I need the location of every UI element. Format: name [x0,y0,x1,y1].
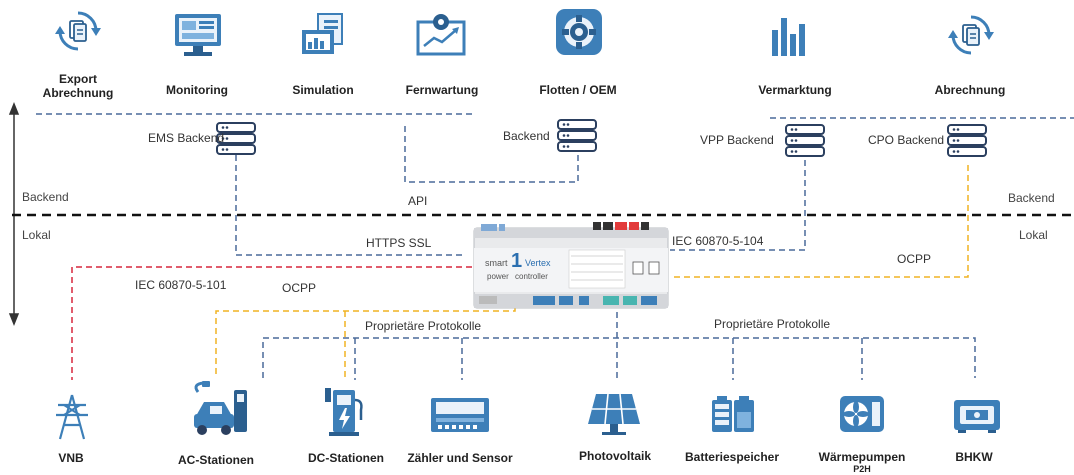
label-iec-101: IEC 60870-5-101 [135,278,227,292]
controller-logo: smart 1 Vertex power controller [485,250,567,288]
label-export-line1: Export [58,72,98,86]
label-flotten: Flotten / OEM [539,83,617,97]
logo-vertex: Vertex [525,258,551,268]
billing-cycle-icon [948,15,994,55]
red-vnb-line [71,266,472,380]
label-photovoltaik: Photovoltaik [578,449,652,463]
dc-charging-station-icon [325,388,363,436]
marketing-bars-icon [772,18,805,56]
label-ocpp-right: OCPP [897,252,932,266]
monitoring-screen-icon [175,14,221,56]
label-ocpp-left: OCPP [282,281,317,295]
label-ac-stationen: AC-Stationen [178,453,254,467]
logo-one: 1 [511,250,523,272]
zone-backend-left: Backend [22,190,69,204]
zone-lokal-left: Lokal [22,228,51,242]
label-iec-104: IEC 60870-5-104 [672,234,764,248]
chp-engine-icon [954,400,1000,433]
ac-charging-station-icon [194,381,247,435]
cpo-server-icon [947,124,987,157]
meter-sensor-icon [431,398,489,432]
remote-maintenance-icon [416,14,466,56]
label-export: Abrechnung [42,86,114,100]
label-ems-backend: EMS Backend [148,131,225,145]
label-zaehler: Zähler und Sensor [407,451,513,465]
ems-server-icon [216,122,256,155]
label-waermepumpen-p2h: P2H [853,464,871,474]
blue-connections [235,126,976,380]
fleet-gear-icon [556,9,602,55]
zone-lokal-right: Lokal [1019,228,1048,242]
label-api: API [408,194,428,208]
heat-pump-icon [840,396,884,432]
solar-panel-icon [588,393,640,435]
export-cycle-icon [55,11,101,51]
label-cpo-backend: CPO Backend [868,133,945,147]
label-vermarktung: Vermarktung [758,83,832,97]
label-fernwartung: Fernwartung [405,83,479,97]
battery-storage-icon [712,396,754,432]
label-batteriespeicher: Batteriespeicher [684,450,780,464]
vpp-server-icon [785,124,825,157]
power-controller-device: smart 1 Vertex power controller [473,222,669,310]
logo-smart: smart [485,258,508,268]
power-pylon-icon [56,394,88,440]
label-vpp-backend: VPP Backend [700,133,774,147]
label-backend: Backend [503,129,550,143]
yellow-ocpp-lines [215,165,969,380]
label-proprietary-right: Proprietäre Protokolle [714,317,831,331]
logo-power: power [487,272,509,281]
label-simulation: Simulation [292,83,354,97]
label-dc-stationen: DC-Stationen [308,451,384,465]
zone-backend-right: Backend [1008,191,1055,205]
simulation-docs-icon [302,13,343,54]
label-waermepumpen: Wärmepumpen [818,450,906,464]
label-abrechnung: Abrechnung [934,83,1006,97]
label-vnb: VNB [58,451,84,465]
logo-controller: controller [515,272,548,281]
backend-server-icon [557,119,597,152]
label-bhkw: BHKW [955,450,993,464]
label-monitoring: Monitoring [166,83,228,97]
label-https-ssl: HTTPS SSL [366,236,432,250]
label-proprietary-left: Proprietäre Protokolle [365,319,482,333]
